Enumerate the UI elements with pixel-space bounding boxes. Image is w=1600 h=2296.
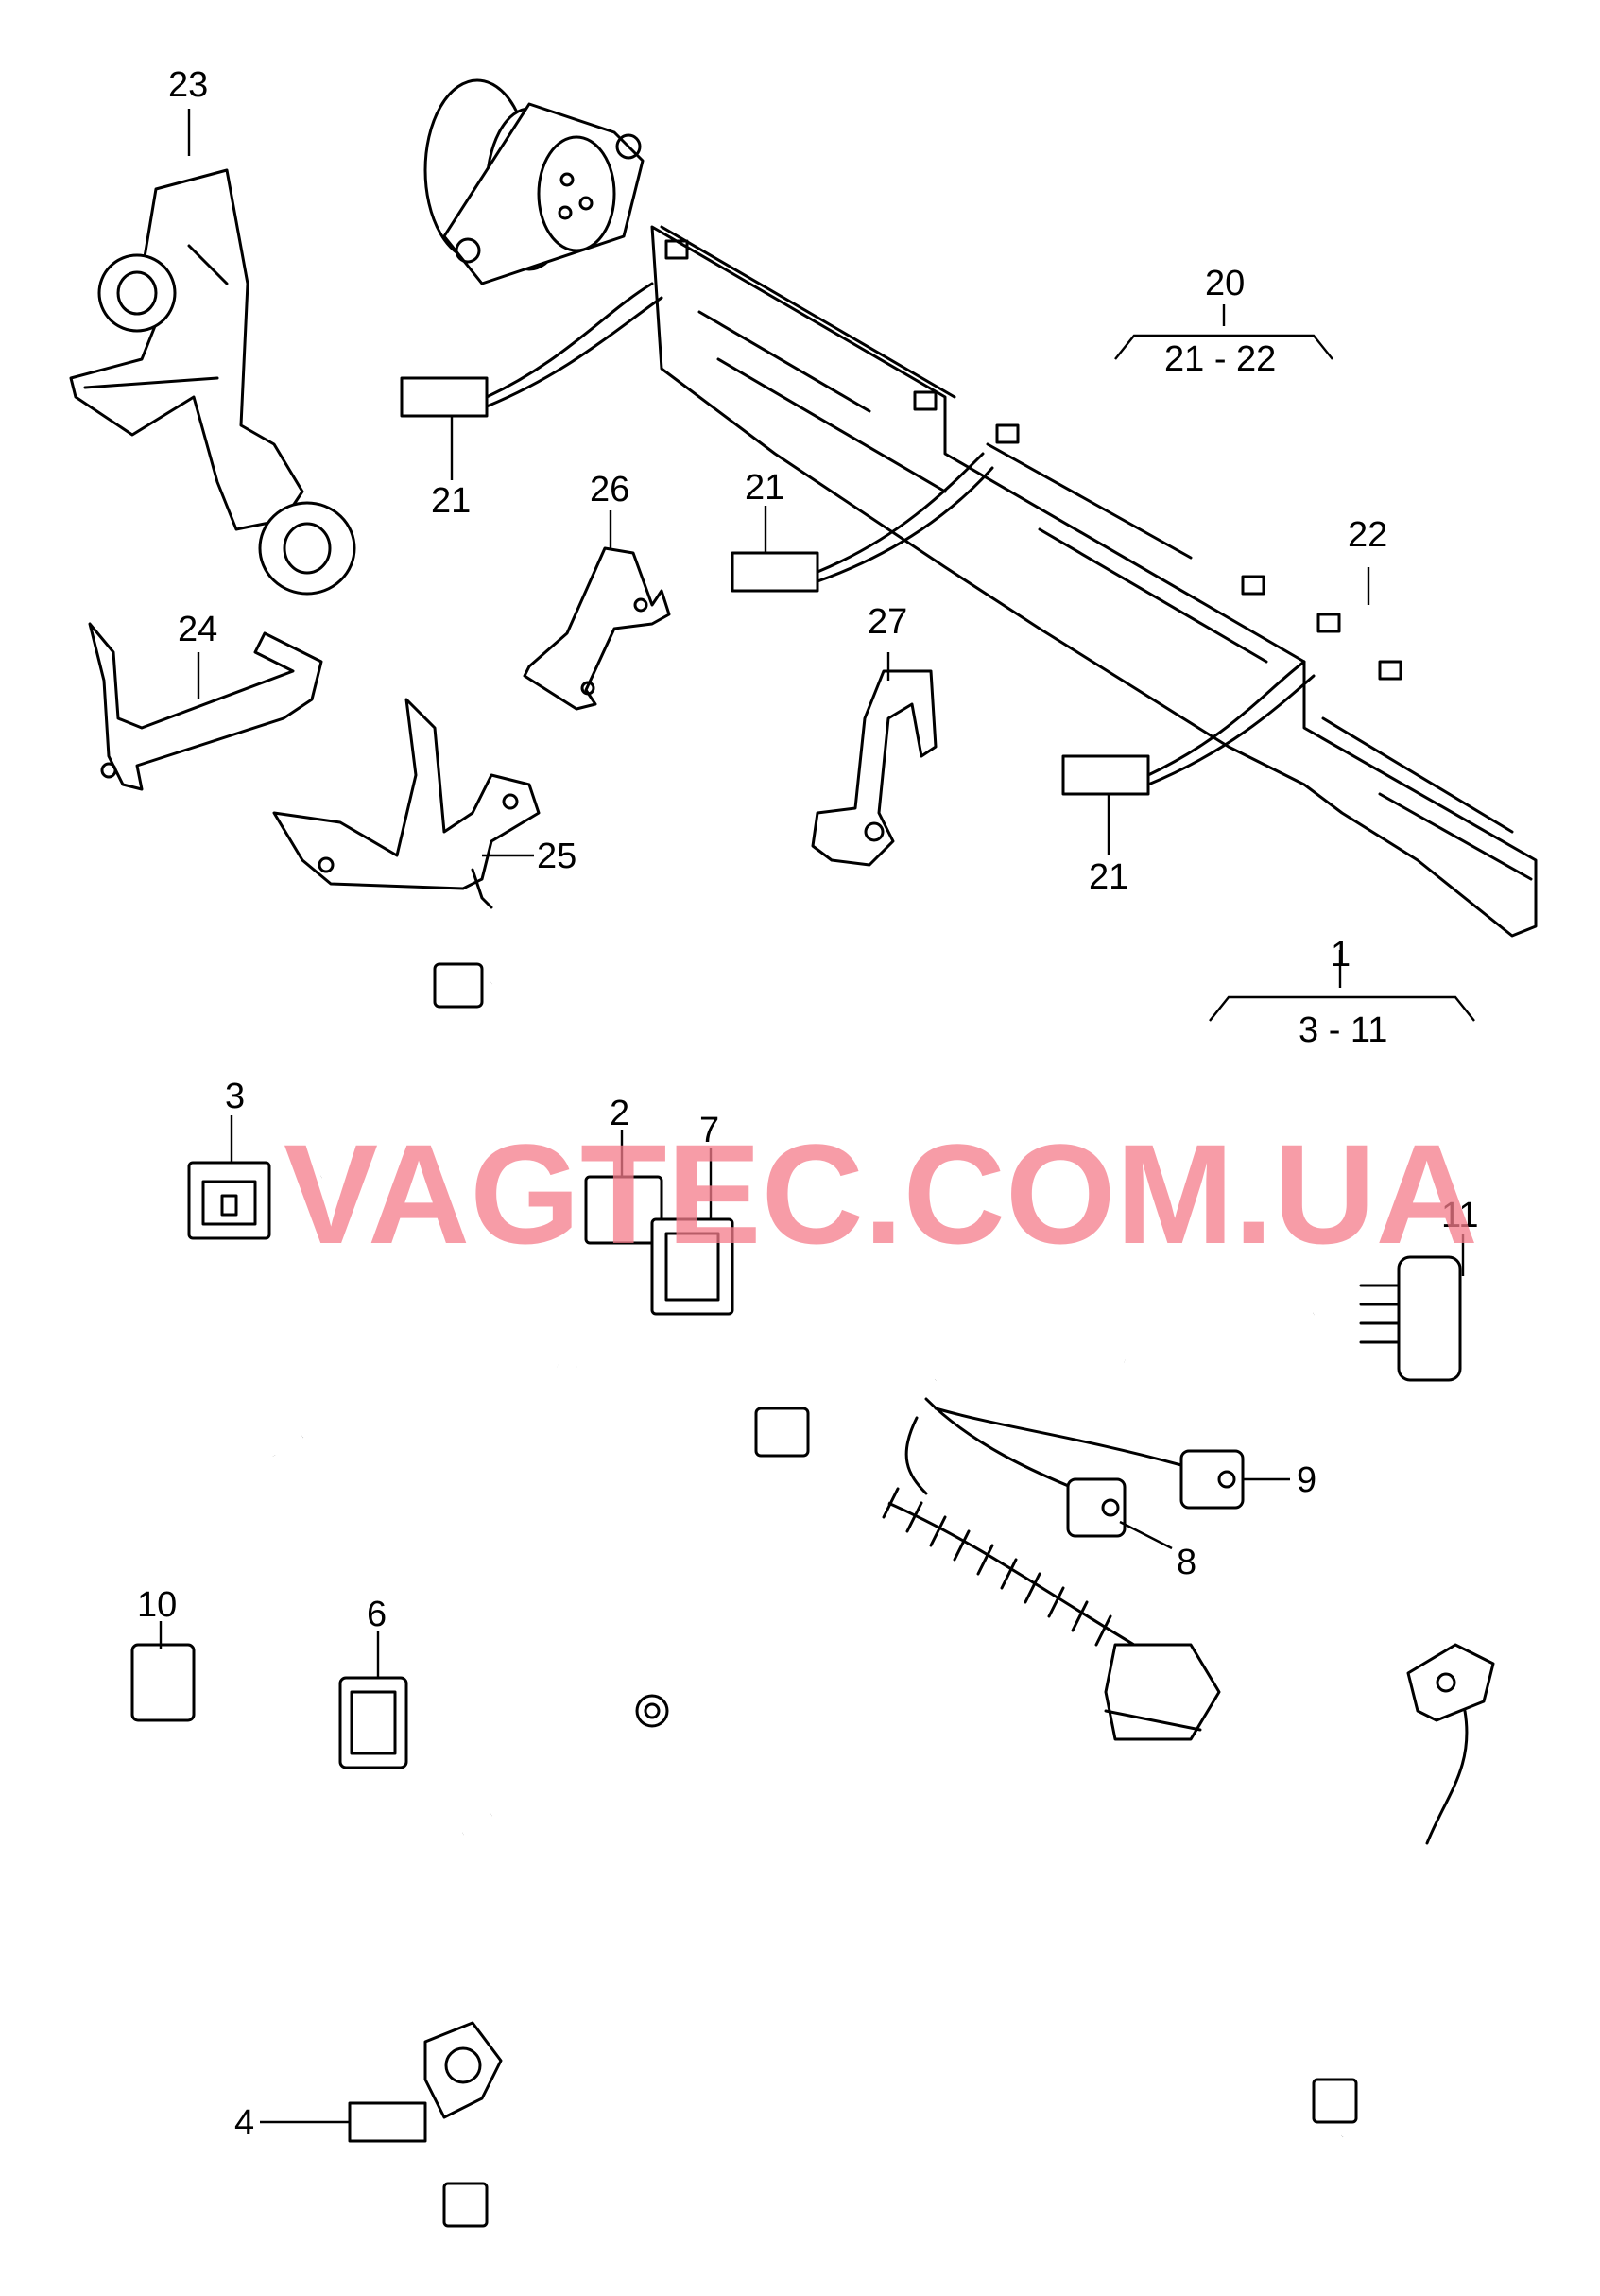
part-25-bracket bbox=[272, 698, 541, 909]
callout-21-left: 21 bbox=[431, 481, 471, 521]
callout-9: 9 bbox=[1297, 1460, 1316, 1500]
callout-21-right: 21 bbox=[1089, 857, 1128, 897]
callout-27: 27 bbox=[868, 602, 907, 642]
callout-7: 7 bbox=[699, 1111, 719, 1150]
group-1-range: 3 - 11 bbox=[1299, 1010, 1387, 1050]
part-20-harness-assembly bbox=[400, 78, 1538, 938]
part-24-bracket bbox=[88, 622, 323, 791]
callout-22: 22 bbox=[1348, 515, 1387, 555]
callout-20: 20 bbox=[1205, 264, 1245, 303]
callout-6: 6 bbox=[367, 1595, 387, 1634]
callout-10: 10 bbox=[137, 1585, 177, 1625]
part-23-bracket bbox=[69, 168, 356, 596]
callout-4: 4 bbox=[234, 2103, 254, 2143]
callout-25: 25 bbox=[537, 837, 576, 876]
callout-2: 2 bbox=[610, 1094, 629, 1133]
callout-26: 26 bbox=[590, 470, 629, 509]
group-20-range: 21 - 22 bbox=[1164, 339, 1276, 379]
watermark-text: VAGTEC.COM.UA bbox=[284, 1114, 1478, 1273]
callout-8: 8 bbox=[1177, 1543, 1196, 1582]
callout-23: 23 bbox=[168, 65, 208, 105]
part-1-wiring-harness bbox=[130, 907, 1495, 2264]
part-27-clip bbox=[811, 669, 938, 867]
callout-3: 3 bbox=[225, 1077, 245, 1116]
part-26-plate bbox=[523, 546, 671, 711]
callout-24: 24 bbox=[178, 610, 217, 649]
callout-1: 1 bbox=[1331, 935, 1351, 975]
callout-21-middle: 21 bbox=[745, 468, 784, 508]
callout-11: 11 bbox=[1441, 1196, 1478, 1235]
callout-leaders bbox=[159, 109, 1475, 2124]
callouts: 23 21 21 21 22 26 27 24 25 20 21 - 22 1 … bbox=[137, 65, 1478, 2143]
